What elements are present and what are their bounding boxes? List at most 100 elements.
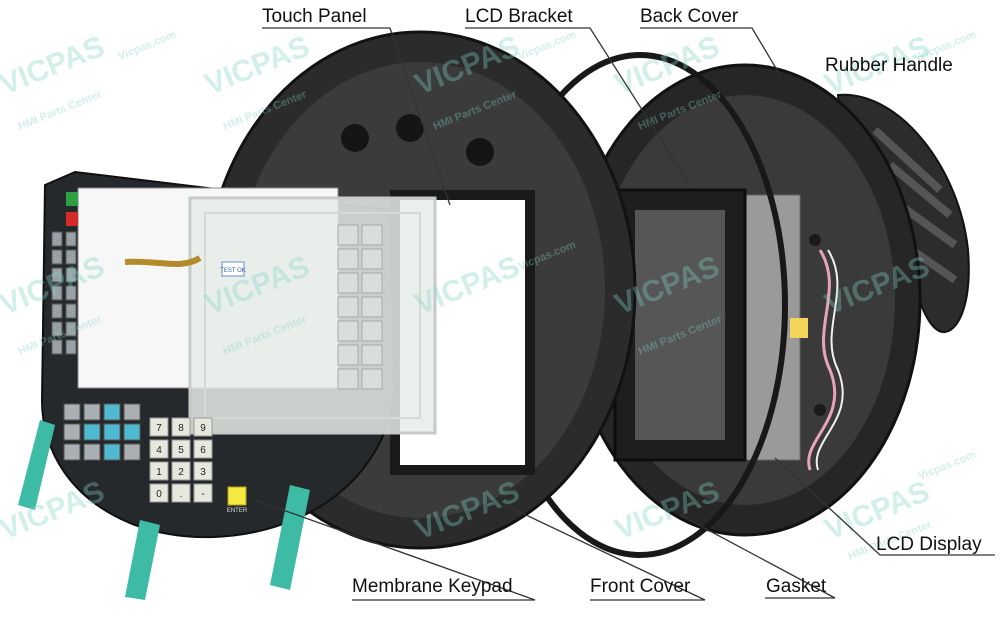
- watermark-site: Vicpas.com: [117, 29, 178, 63]
- leader-back-cover: [640, 27, 781, 76]
- keypad-left-key: [51, 321, 63, 337]
- keypad-numeric-key-label: 6: [200, 445, 206, 456]
- leader-lines: [254, 27, 995, 601]
- keypad-numeric-key-label: .: [180, 489, 183, 500]
- keypad-left-key: [65, 303, 77, 319]
- keypad-side-key: [361, 344, 383, 366]
- keypad-nav-key: [83, 443, 101, 461]
- label-rubber-handle: Rubber Handle: [825, 55, 953, 76]
- keypad-numeric-key-label: 9: [200, 423, 206, 434]
- ribbon-cable: [125, 520, 160, 600]
- label-back-cover: Back Cover: [640, 6, 739, 27]
- keypad-nav-key: [63, 423, 81, 441]
- keypad-numeric-key: [171, 483, 191, 503]
- touch-panel-flex-cable: [124, 255, 202, 267]
- lcd-screen: [635, 210, 725, 440]
- front-cover-hole: [341, 124, 369, 152]
- keypad-numeric-key-label: 4: [156, 445, 162, 456]
- back-cover-screw: [809, 234, 821, 246]
- keypad-left-key-column: [51, 231, 77, 355]
- keypad-nav-key: [83, 423, 101, 441]
- leader-lcd-display: [774, 457, 995, 556]
- keypad-left-key: [65, 249, 77, 265]
- keypad-side-key: [361, 368, 383, 390]
- keypad-numeric-key: [193, 461, 213, 481]
- label-gasket: Gasket: [766, 576, 827, 597]
- keypad-numeric-key: [149, 417, 169, 437]
- keypad-numeric-key-label: 5: [178, 445, 184, 456]
- label-membrane-keypad: Membrane Keypad: [352, 576, 513, 597]
- keypad-side-key: [337, 224, 359, 246]
- keypad-red-key: [66, 212, 78, 226]
- handle-grip-ribs: [872, 127, 958, 284]
- keypad-side-key: [337, 344, 359, 366]
- keypad-navigation-keys: [63, 403, 141, 461]
- keypad-numeric-key: [149, 461, 169, 481]
- watermark-brand: VICPAS: [0, 475, 109, 547]
- keypad-numeric-key: [171, 461, 191, 481]
- keypad-nav-key: [103, 443, 121, 461]
- keypad-numeric-key: [149, 483, 169, 503]
- keypad-numeric-key-label: 0: [156, 489, 162, 500]
- keypad-numeric-key-label: 1: [156, 467, 162, 478]
- keypad-numeric-key-label: -: [201, 489, 204, 500]
- keypad-left-key: [65, 321, 77, 337]
- leader-membrane-keypad: [254, 499, 536, 601]
- touch-panel: [188, 196, 437, 435]
- test-ok-sticker: [221, 261, 245, 277]
- keypad-side-key: [361, 320, 383, 342]
- keypad-side-key: [337, 272, 359, 294]
- keypad-enter-label: ENTER: [227, 508, 248, 514]
- keypad-numeric-key: [193, 417, 213, 437]
- keypad-numeric-key-label: 2: [178, 467, 184, 478]
- watermark-site: Vicpas.com: [917, 449, 978, 483]
- keypad-numeric-key-label: 8: [178, 423, 184, 434]
- touch-panel-inner-border: [204, 212, 421, 419]
- keypad-nav-key: [123, 403, 141, 421]
- keypad-nav-key: [63, 443, 81, 461]
- keypad-left-key: [51, 249, 63, 265]
- keypad-green-key: [66, 192, 78, 206]
- keypad-left-key: [65, 267, 77, 283]
- keypad-nav-key: [103, 423, 121, 441]
- keypad-nav-key: [123, 443, 141, 461]
- front-cover-hole: [466, 138, 494, 166]
- leader-lcd-bracket: [465, 27, 691, 186]
- leader-touch-panel: [262, 27, 451, 206]
- keypad-nav-key: [63, 403, 81, 421]
- keypad-side-key: [361, 224, 383, 246]
- cable-tape: [790, 318, 808, 338]
- keypad-numeric-key: [171, 417, 191, 437]
- keypad-side-key: [337, 368, 359, 390]
- keypad-left-key: [65, 285, 77, 301]
- keypad-nav-key: [83, 403, 101, 421]
- test-ok-sticker-text: TEST OK: [220, 268, 246, 274]
- label-touch-panel: Touch Panel: [262, 6, 367, 27]
- keypad-side-key-column: [337, 224, 383, 390]
- ribbon-cable: [18, 420, 55, 510]
- keypad-side-key: [337, 296, 359, 318]
- keypad-left-key: [51, 285, 63, 301]
- keypad-side-key: [361, 296, 383, 318]
- ribbon-cable: [270, 485, 310, 590]
- keypad-left-key: [51, 231, 63, 247]
- keypad-left-key: [51, 339, 63, 355]
- keypad-numeric-key-label: 7: [156, 423, 162, 434]
- watermark-site: Vicpas.com: [517, 29, 578, 63]
- keypad-side-key: [337, 248, 359, 270]
- label-lcd-display: LCD Display: [876, 534, 982, 555]
- front-cover-hole: [396, 114, 424, 142]
- keypad-numeric-key: [171, 439, 191, 459]
- leader-front-cover: [504, 504, 706, 601]
- keypad-nav-key: [123, 423, 141, 441]
- label-front-cover: Front Cover: [590, 576, 691, 597]
- keypad-left-key: [65, 339, 77, 355]
- back-cover-screw: [814, 404, 826, 416]
- keypad-numeric-key: [149, 439, 169, 459]
- lcd-cable: [815, 249, 844, 471]
- keypad-left-key: [65, 231, 77, 247]
- keypad-nav-key: [103, 403, 121, 421]
